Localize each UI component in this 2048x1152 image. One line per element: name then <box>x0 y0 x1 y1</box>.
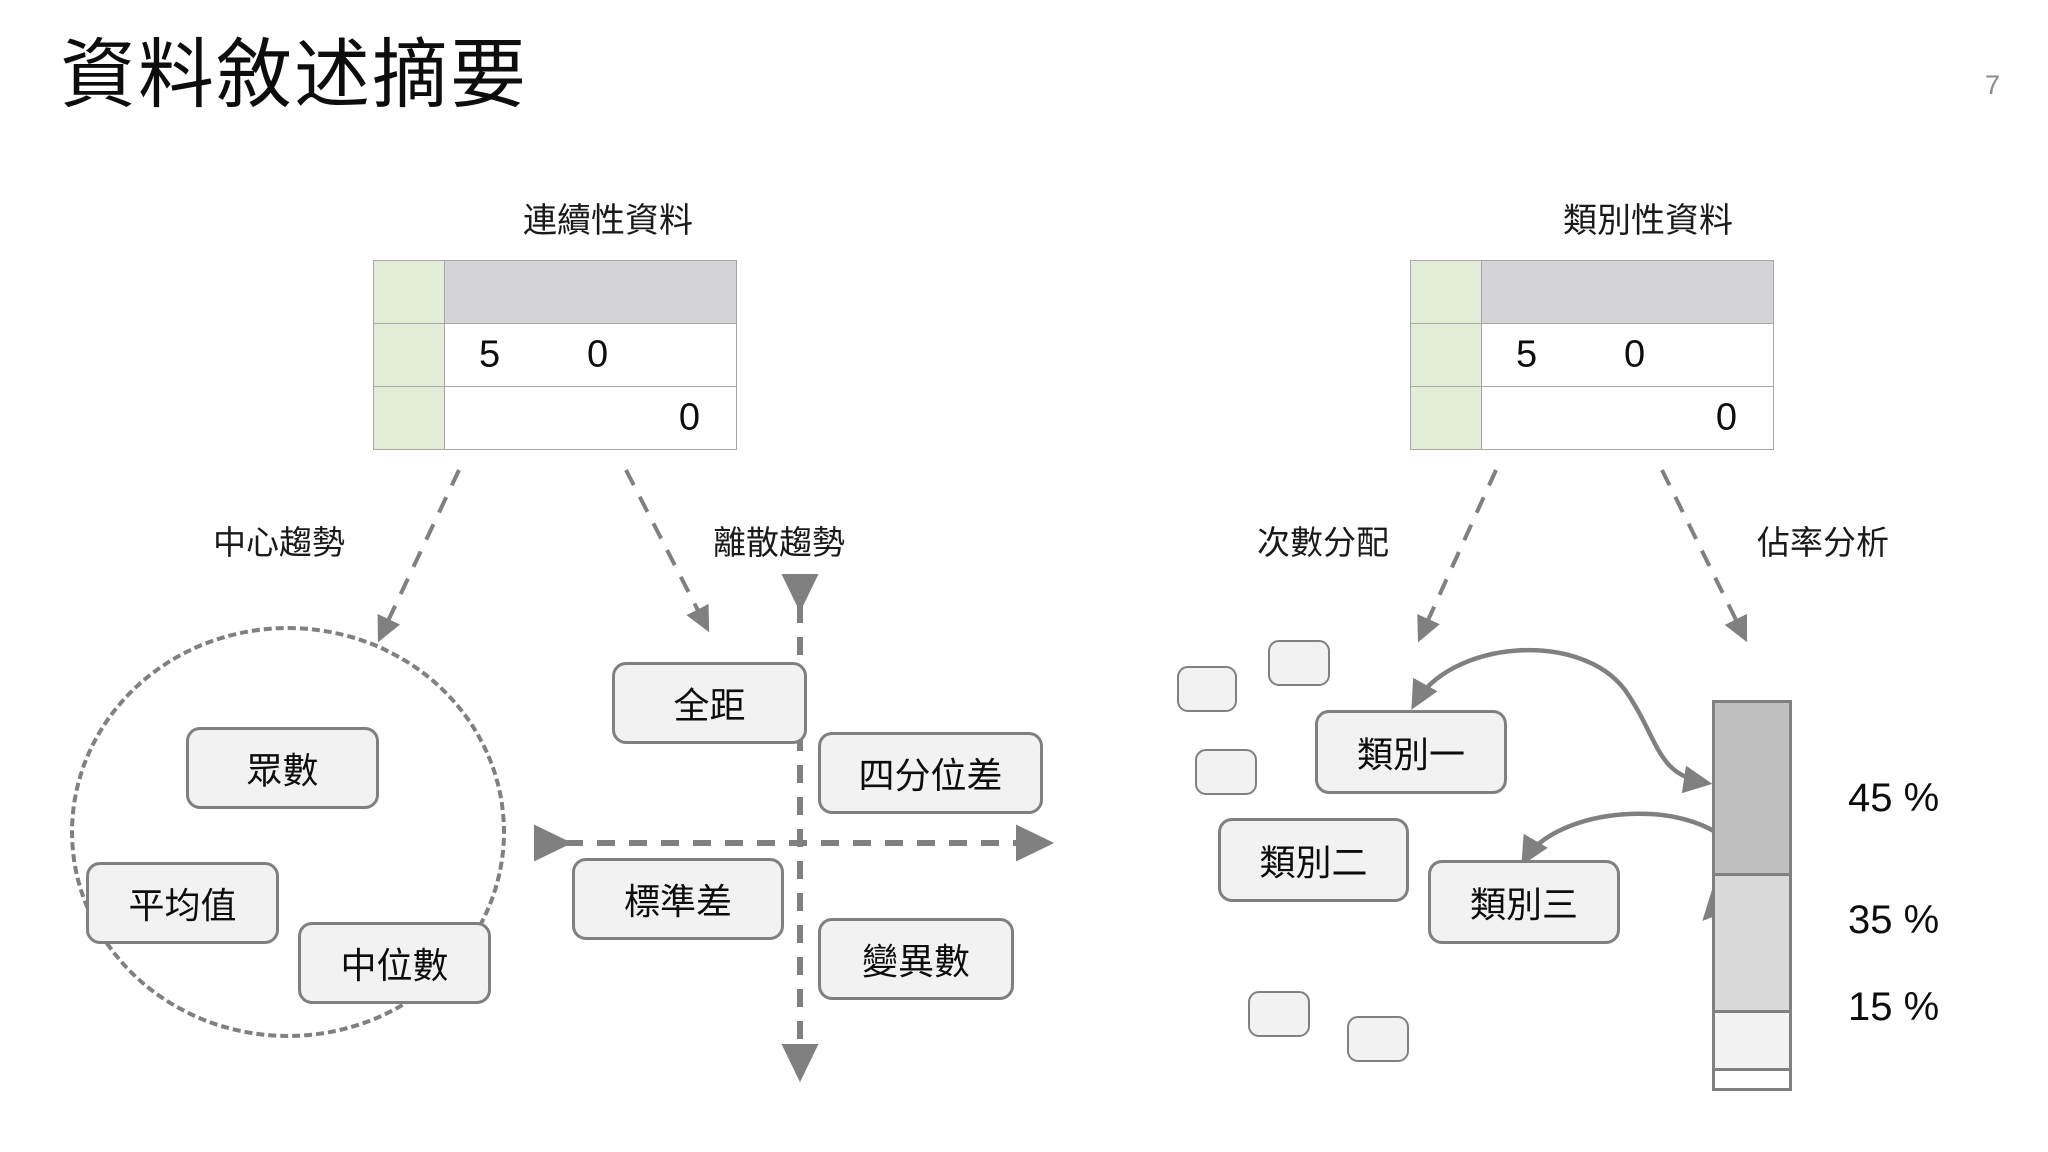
bar-label-45: 45 % <box>1848 776 1940 820</box>
node-category-three[interactable]: 類別三 <box>1428 860 1620 944</box>
branch-label-frequency: 次數分配 <box>1257 524 1389 561</box>
blank-box <box>1268 640 1330 686</box>
table-cell-values: 0 <box>1482 387 1773 449</box>
table-row: 0 <box>374 386 736 449</box>
table-value: 0 <box>587 333 609 376</box>
branch-label-dispersion: 離散趨勢 <box>713 524 845 561</box>
blank-box <box>1248 991 1310 1037</box>
table-cell-values: 0 <box>445 387 736 449</box>
table-cell-index <box>1411 261 1482 323</box>
table-cell-index <box>1411 324 1482 386</box>
table-row: 5 0 <box>1411 323 1773 386</box>
table-value: 0 <box>1715 396 1737 439</box>
node-range[interactable]: 全距 <box>612 662 807 744</box>
node-standard-deviation[interactable]: 標準差 <box>572 858 784 940</box>
connector-categorical-to-frequency <box>1417 469 1498 643</box>
connector-continuous-to-dispersion <box>624 469 710 633</box>
table-cell-index <box>374 261 445 323</box>
table-cell-index <box>374 324 445 386</box>
node-category-two[interactable]: 類別二 <box>1218 818 1409 902</box>
branch-label-central-tendency: 中心趨勢 <box>213 524 345 561</box>
connector-continuous-to-central <box>377 469 461 643</box>
node-mode[interactable]: 眾數 <box>186 727 379 809</box>
table-cell-values: 5 0 <box>1482 324 1773 386</box>
bar-segment-remainder <box>1712 1071 1792 1091</box>
caption-continuous: 連續性資料 <box>523 202 693 240</box>
node-category-one[interactable]: 類別一 <box>1315 710 1507 794</box>
node-variance[interactable]: 變異數 <box>818 918 1014 1000</box>
table-value: 0 <box>678 396 700 439</box>
page-number: 7 <box>1985 70 2001 100</box>
stacked-proportion-bar <box>1712 700 1792 1091</box>
table-cell-header <box>445 261 736 323</box>
node-median[interactable]: 中位數 <box>298 922 491 1004</box>
table-value: 0 <box>1624 333 1646 376</box>
bar-segment-15 <box>1712 1012 1792 1072</box>
central-tendency-circle <box>70 626 506 1038</box>
branch-label-share: 佔率分析 <box>1757 524 1889 561</box>
node-mean[interactable]: 平均值 <box>86 862 279 944</box>
categorical-data-table: 5 0 0 <box>1410 260 1774 450</box>
table-row <box>374 261 736 323</box>
blank-box <box>1177 666 1237 712</box>
table-value: 5 <box>1516 333 1538 376</box>
table-cell-header <box>1482 261 1773 323</box>
node-interquartile-range[interactable]: 四分位差 <box>818 732 1043 814</box>
page-title: 資料敘述摘要 <box>60 33 528 118</box>
blank-box <box>1347 1016 1409 1062</box>
caption-categorical: 類別性資料 <box>1563 202 1733 240</box>
table-cell-index <box>374 387 445 449</box>
table-cell-values: 5 0 <box>445 324 736 386</box>
bar-segment-35 <box>1712 875 1792 1013</box>
table-row: 5 0 <box>374 323 736 386</box>
table-row <box>1411 261 1773 323</box>
bar-label-35: 35 % <box>1848 898 1940 942</box>
blank-box <box>1195 749 1257 795</box>
bar-label-15: 15 % <box>1848 985 1940 1029</box>
table-cell-index <box>1411 387 1482 449</box>
connector-categorical-to-share <box>1660 469 1748 643</box>
table-row: 0 <box>1411 386 1773 449</box>
continuous-data-table: 5 0 0 <box>373 260 737 450</box>
bar-segment-45 <box>1712 700 1792 876</box>
table-value: 5 <box>479 333 501 376</box>
